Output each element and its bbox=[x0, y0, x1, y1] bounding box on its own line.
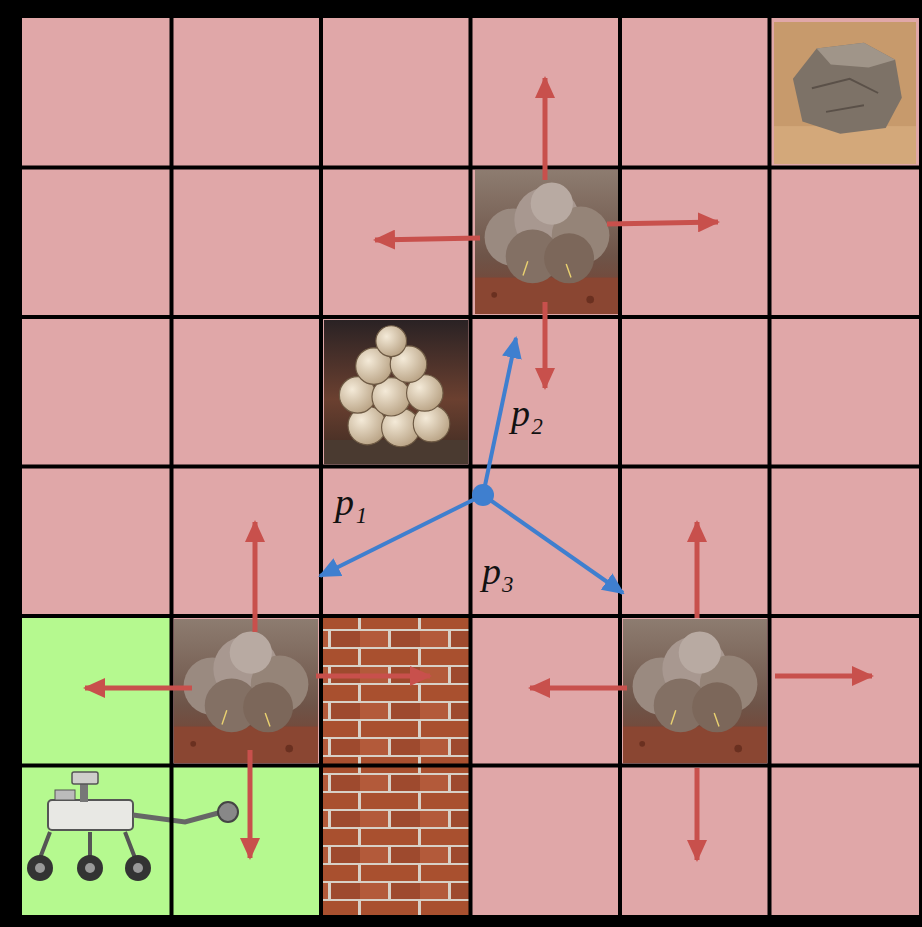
storm-arrow bbox=[543, 302, 548, 388]
dust-storm-picture bbox=[475, 170, 619, 314]
grid-line bbox=[22, 764, 919, 768]
rover-picture bbox=[27, 772, 238, 881]
grid-ground bbox=[22, 18, 919, 915]
start-point bbox=[472, 484, 494, 506]
goal-cell bbox=[22, 616, 172, 766]
probability-arrows bbox=[320, 338, 623, 593]
grid-line bbox=[22, 614, 919, 618]
storm-arrow bbox=[695, 522, 700, 618]
storm-arrow bbox=[253, 522, 258, 632]
dust-storm-picture bbox=[174, 619, 318, 763]
grid-lines bbox=[22, 18, 919, 915]
storm-arrow bbox=[607, 222, 718, 224]
grid-line bbox=[22, 315, 919, 319]
probability-label: p₂ bbox=[509, 394, 545, 434]
goal-cell bbox=[22, 766, 172, 916]
rock-picture bbox=[774, 22, 916, 164]
probability-label: p₃ bbox=[480, 552, 516, 592]
grid-line bbox=[22, 465, 919, 469]
dust-storm-picture bbox=[623, 619, 767, 763]
storm-arrow bbox=[530, 686, 627, 691]
grid-line bbox=[22, 166, 919, 170]
airbag-picture bbox=[324, 320, 468, 464]
storm-arrow bbox=[543, 78, 548, 180]
storm-arrow bbox=[316, 674, 430, 679]
storm-arrow bbox=[85, 686, 192, 691]
storm-arrows bbox=[85, 78, 872, 860]
storm-arrow bbox=[775, 674, 872, 679]
storm-arrow bbox=[695, 768, 700, 860]
goal-cell bbox=[172, 766, 322, 916]
storm-arrow bbox=[375, 238, 480, 240]
storm-arrow bbox=[248, 750, 253, 858]
probability-label: p₁ bbox=[333, 483, 369, 523]
